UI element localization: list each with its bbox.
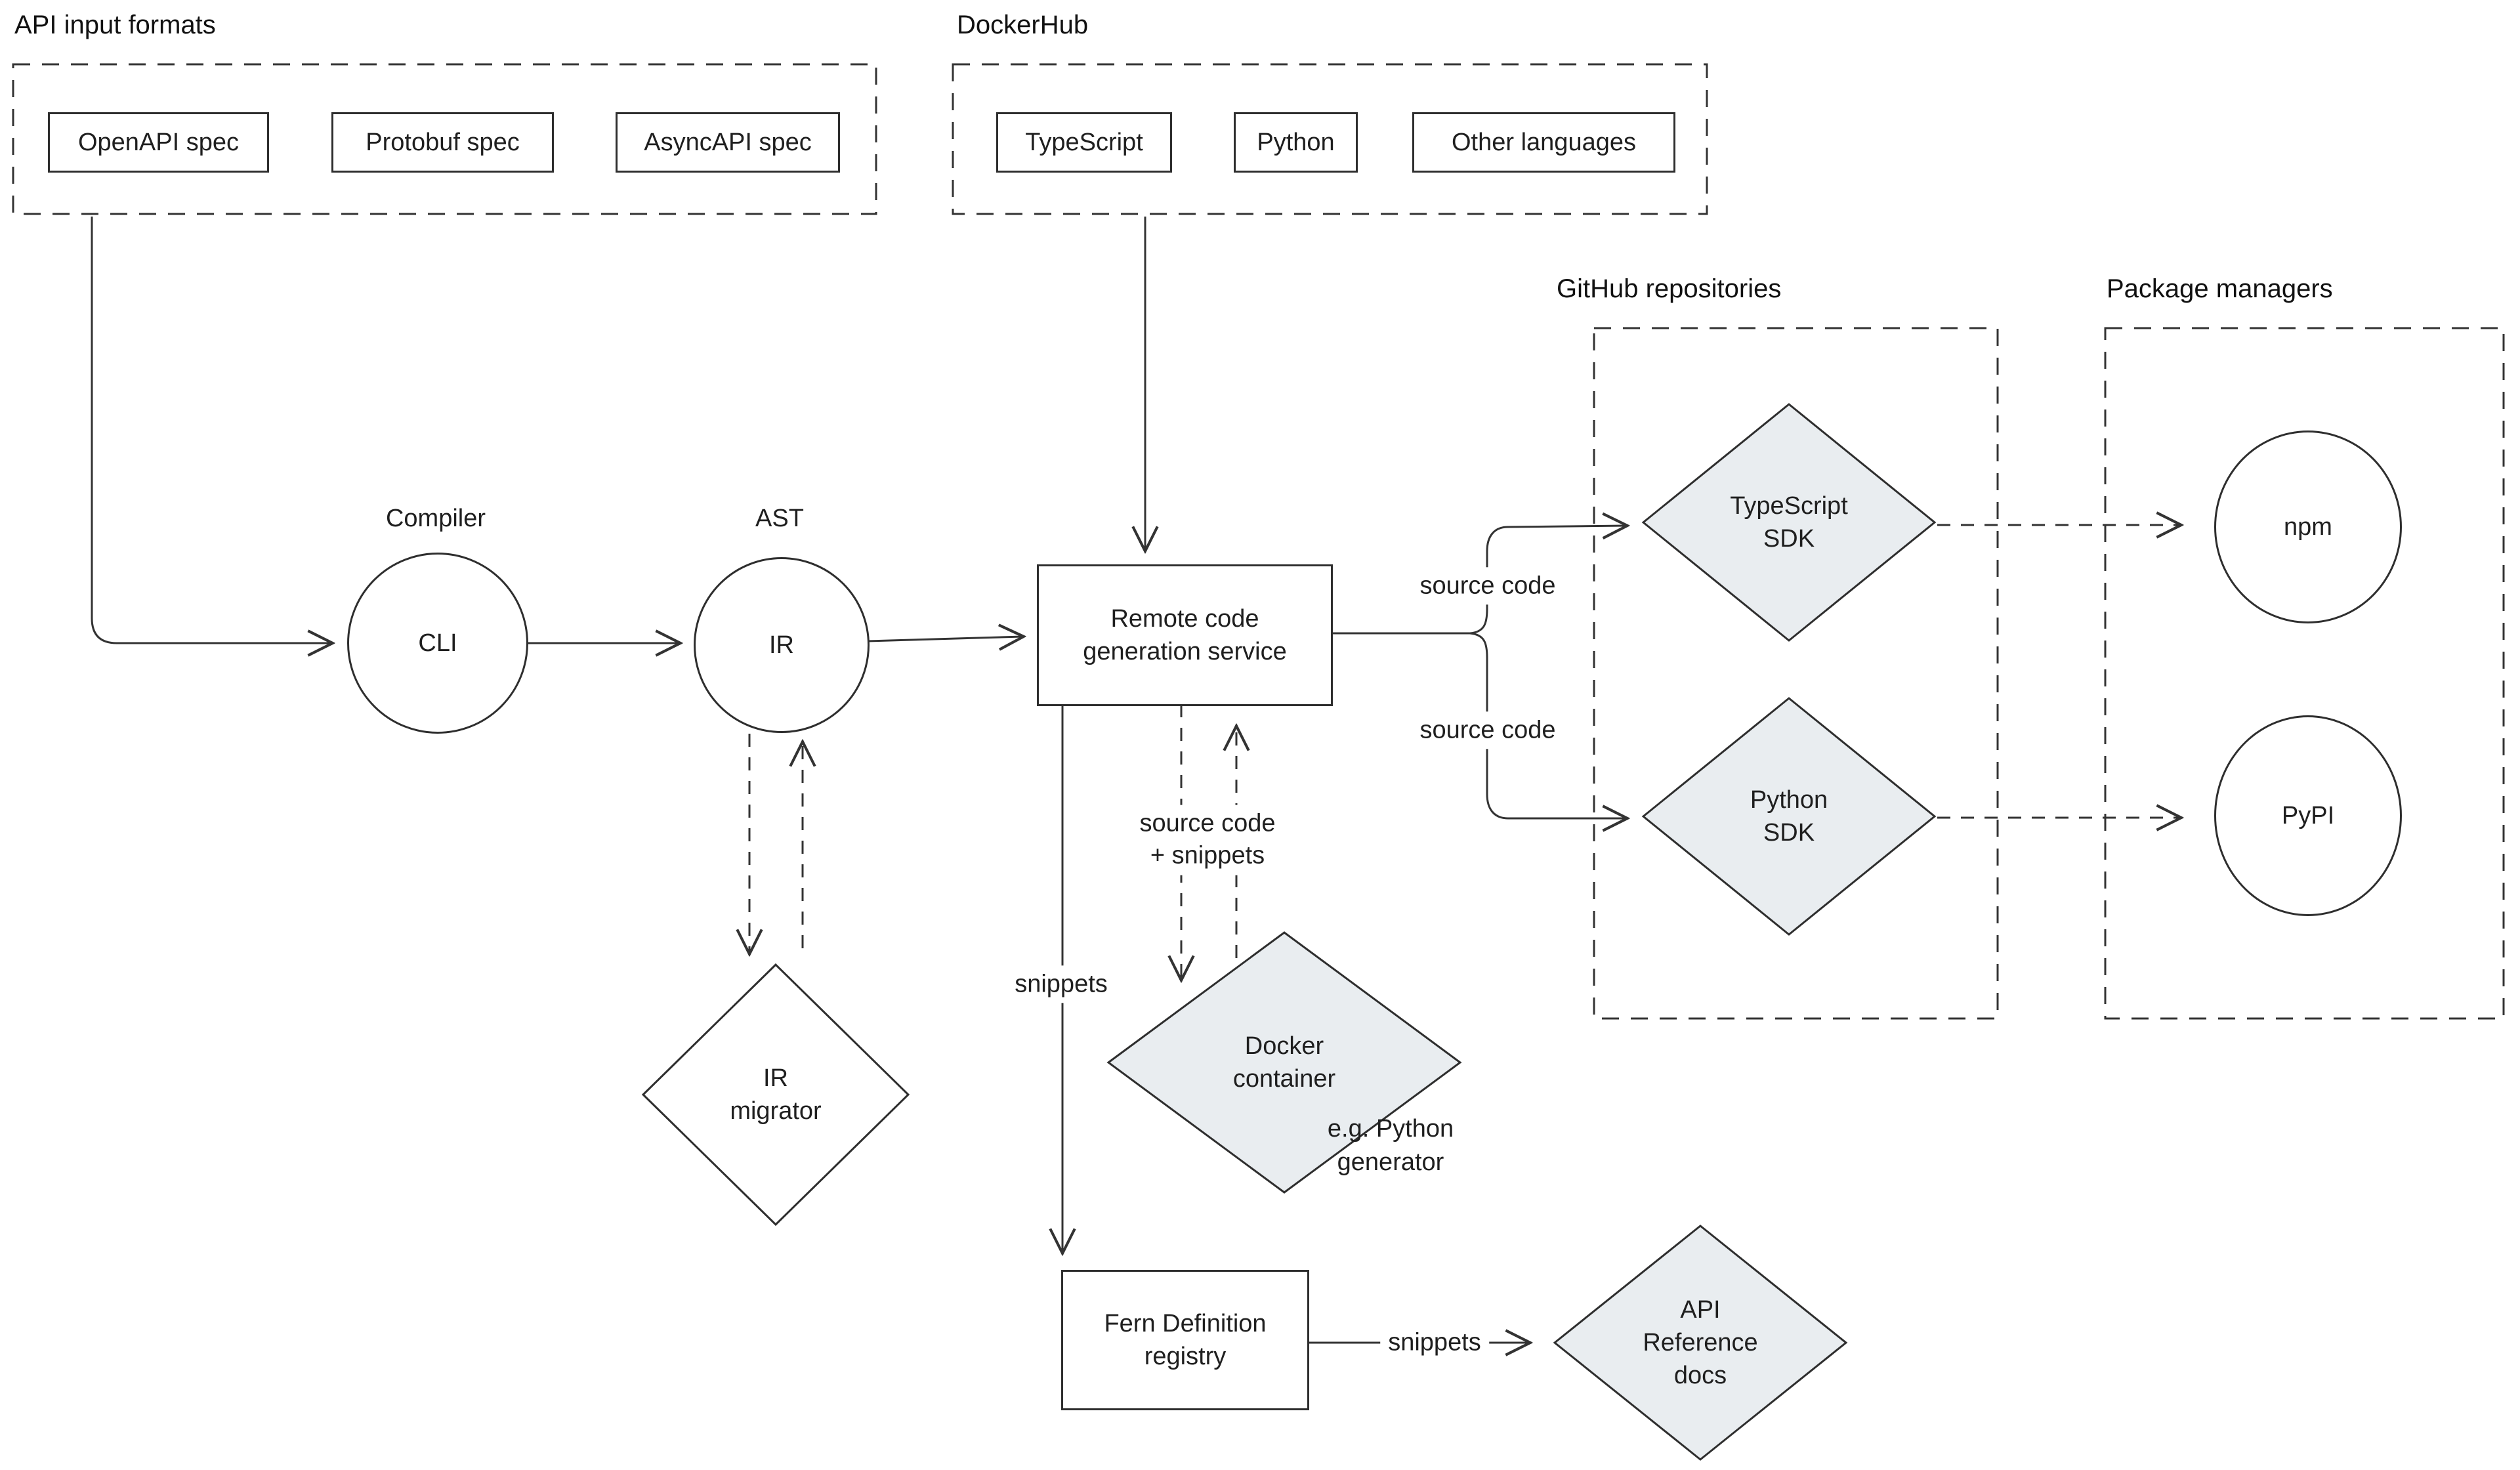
node-npm: npm <box>2214 430 2402 623</box>
edge-label-snippets-docs: snippets <box>1380 1324 1489 1362</box>
group-title-dockerhub: DockerHub <box>957 10 1089 39</box>
edge-label-snippets-registry: snippets <box>1007 965 1116 1003</box>
node-openapi-spec: OpenAPI spec <box>48 112 269 173</box>
diamond-api-reference-docs <box>1553 1225 1848 1461</box>
edge-label-source-code-plus-snippets: source code + snippets <box>1131 805 1284 875</box>
diamond-python-sdk <box>1641 697 1937 936</box>
edge-api-formats-to-cli <box>91 217 331 643</box>
node-cli: CLI <box>347 553 528 734</box>
node-pypi: PyPI <box>2214 715 2402 916</box>
edge-fork-to-python-sdk <box>1469 632 1626 818</box>
group-box-api-input-formats <box>12 63 877 215</box>
caption-eg-python-generator: e.g. Python generator <box>1327 1115 1454 1177</box>
diamond-typescript-sdk <box>1641 403 1937 642</box>
node-python-image: Python <box>1234 112 1358 173</box>
group-box-dockerhub <box>952 63 1708 215</box>
diamond-docker-container <box>1106 931 1462 1194</box>
edge-ir-to-remote <box>867 637 1022 641</box>
edge-fork-to-typescript-sdk <box>1469 526 1626 635</box>
node-typescript-image: TypeScript <box>996 112 1172 173</box>
node-protobuf-spec: Protobuf spec <box>331 112 554 173</box>
group-title-github-repositories: GitHub repositories <box>1557 274 1782 303</box>
diamond-ir-migrator <box>641 963 910 1227</box>
caption-compiler: Compiler <box>385 505 486 532</box>
edge-label-source-code-bottom: source code <box>1412 711 1564 749</box>
group-title-package-managers: Package managers <box>2107 274 2333 303</box>
group-box-package-managers <box>2104 327 2505 1020</box>
edge-label-source-code-top: source code <box>1412 567 1564 605</box>
group-title-api-input-formats: API input formats <box>14 10 216 39</box>
node-other-languages-image: Other languages <box>1412 112 1675 173</box>
node-asyncapi-spec: AsyncAPI spec <box>616 112 840 173</box>
node-ir: IR <box>694 557 870 733</box>
node-fern-definition-registry: Fern Definition registry <box>1061 1270 1309 1410</box>
caption-ast: AST <box>755 505 804 532</box>
node-remote-code-generation-service: Remote code generation service <box>1037 564 1333 706</box>
